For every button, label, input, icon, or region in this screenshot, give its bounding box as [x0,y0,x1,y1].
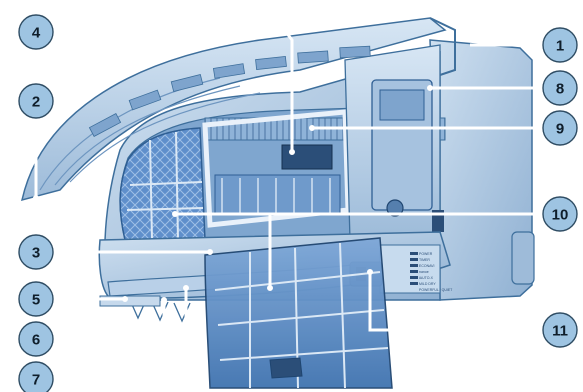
generator-module [282,145,332,169]
callout-number: 9 [556,121,564,138]
holder-inner [380,90,424,120]
center-filter-panel [215,175,340,215]
filter-tab [270,358,302,378]
callout-number: 5 [32,292,40,309]
callout-number: 2 [32,94,40,111]
callout-number: 3 [32,245,40,262]
callout-number: 1 [556,38,564,55]
indicator-label: iAUTO-X [419,276,434,280]
unit-illustration: POWER TIMER ECONAVI nanoe iAUTO-X MILD D… [22,18,534,388]
indicator-label: nanoe [419,270,429,274]
indicator-label: POWER [419,252,433,256]
indicator-label: TIMER [419,258,430,262]
callout-number: 8 [556,81,564,98]
callout-number: 7 [32,372,40,389]
indicator-label: ECONAVI [419,264,435,268]
callout-number: 6 [32,332,40,349]
callout-number: 11 [552,323,568,340]
indicator-label: POWERFUL / QUIET [419,288,453,292]
callout-number: 10 [552,207,569,224]
indicator-label: MILD DRY [419,282,436,286]
callout-number: 4 [32,25,41,42]
side-bracket [512,232,534,284]
